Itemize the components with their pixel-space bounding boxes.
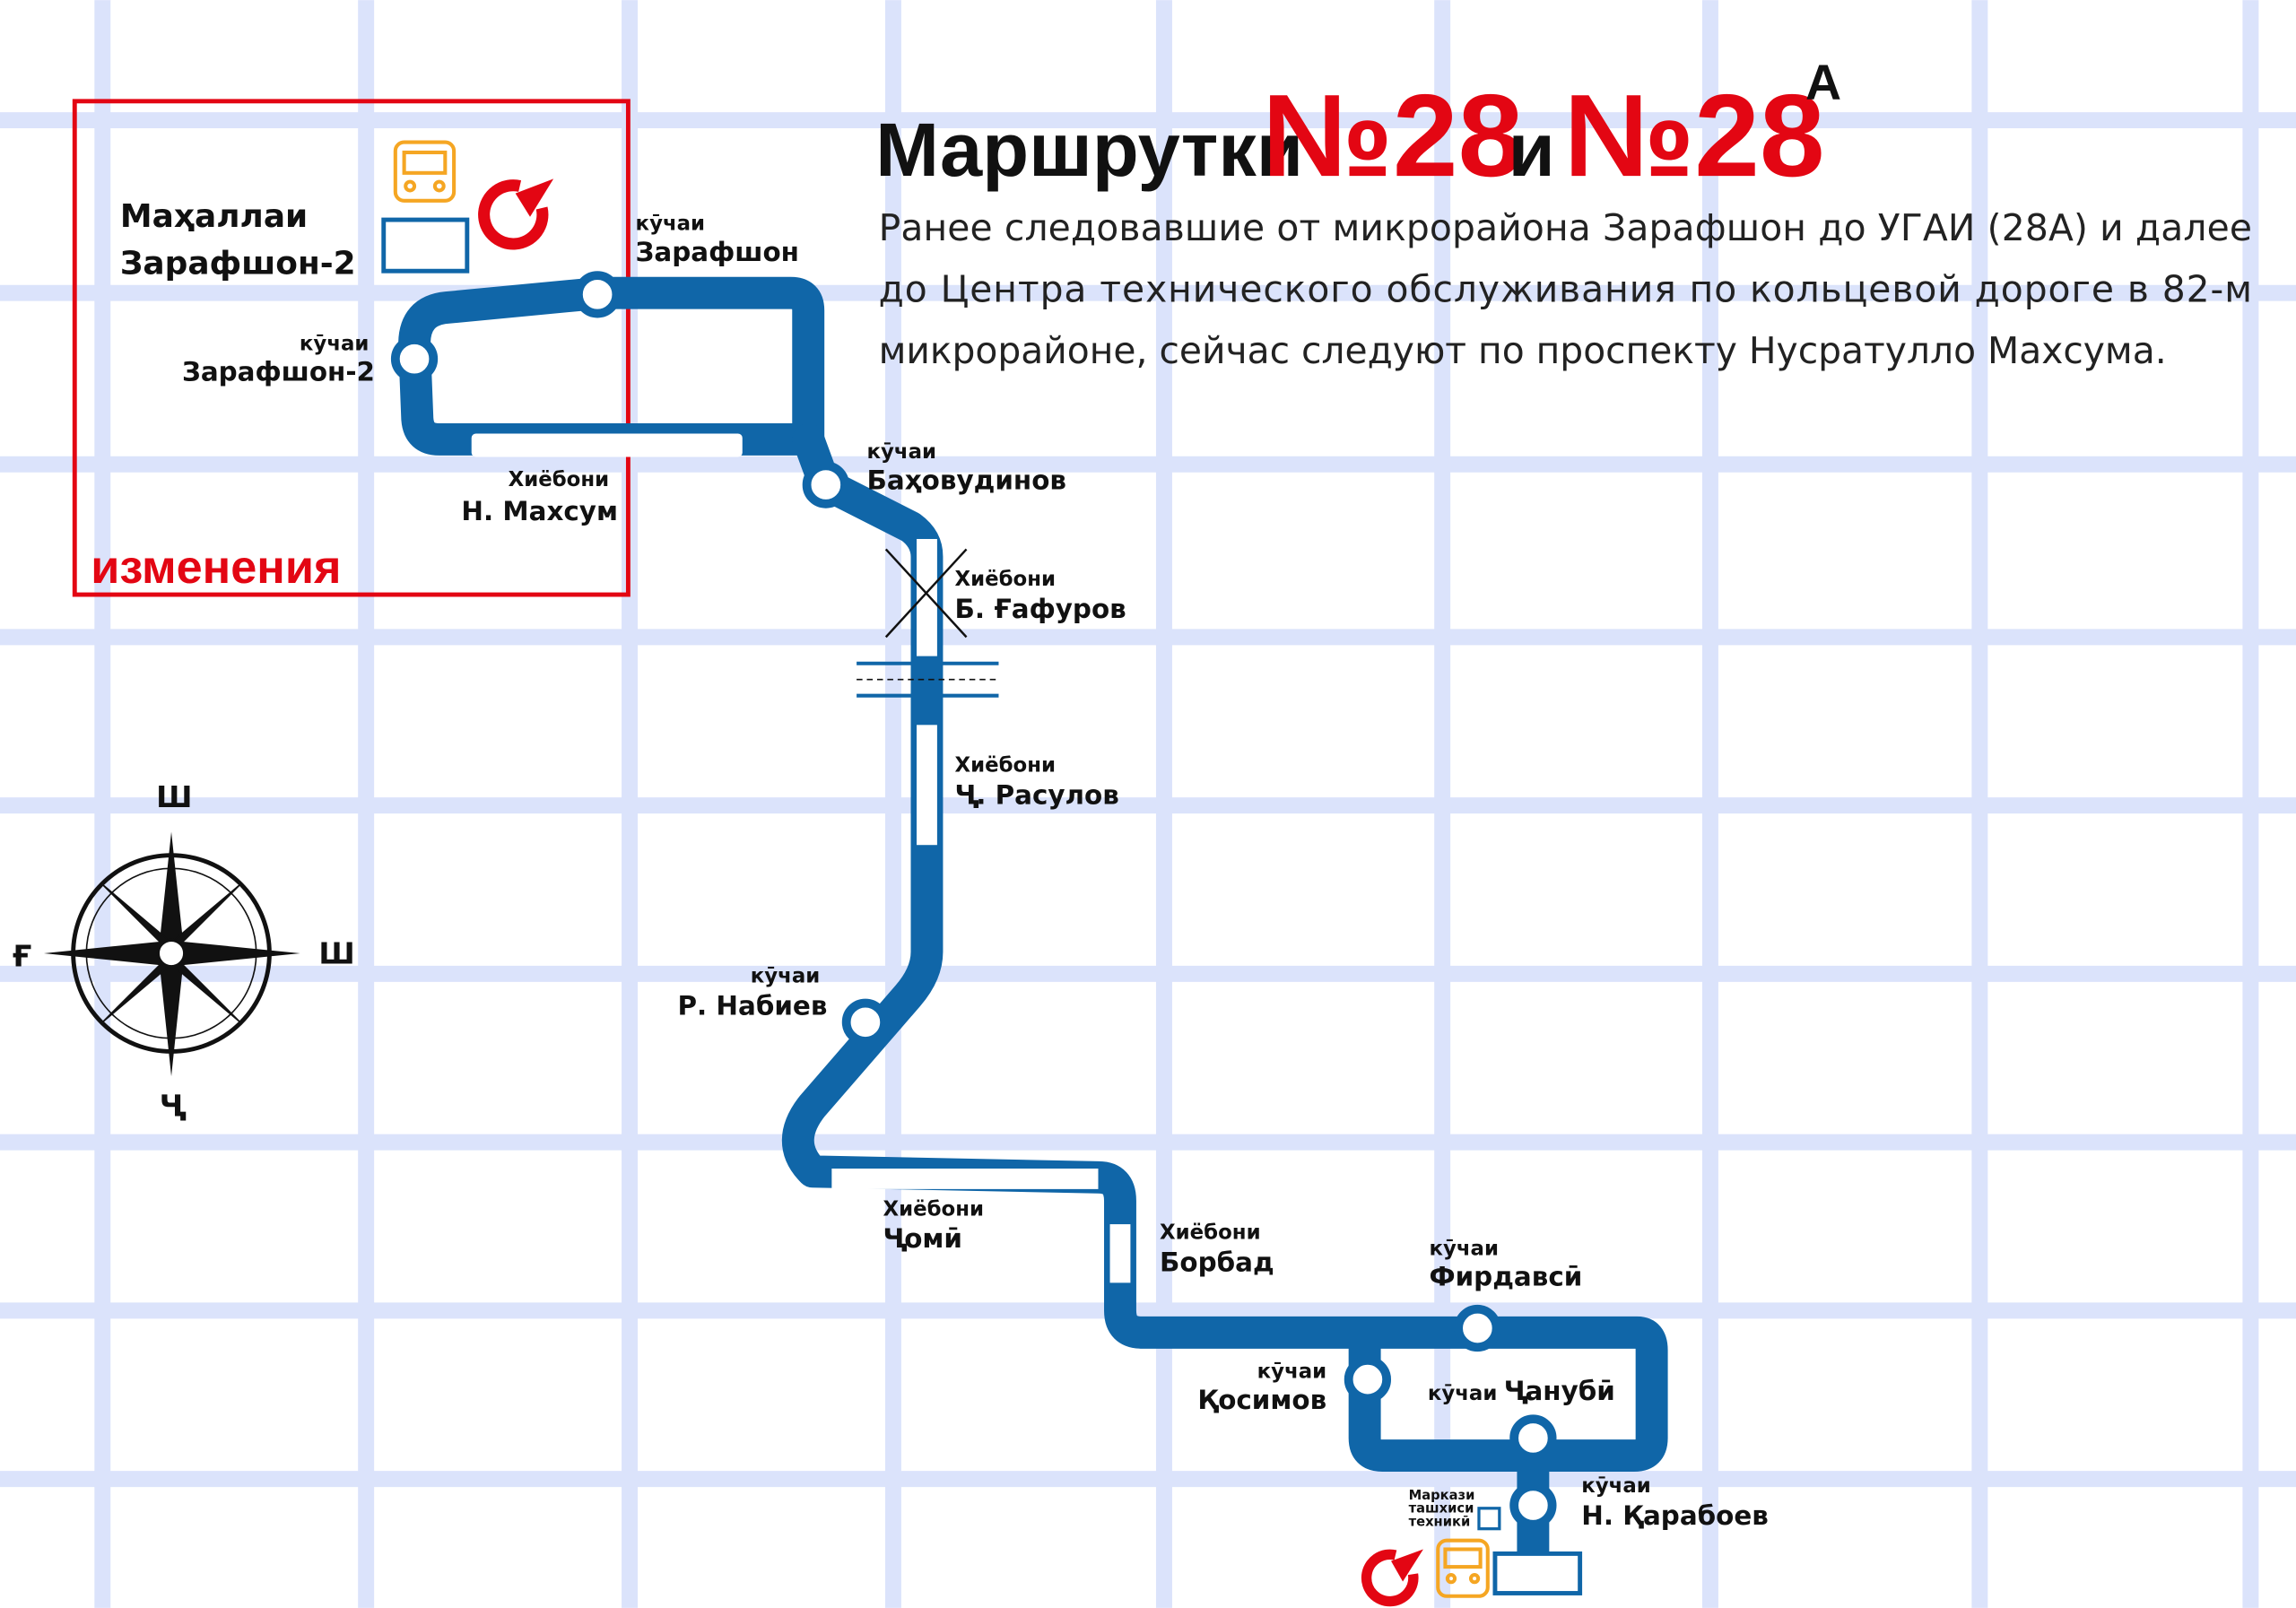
platform-bar bbox=[831, 1169, 1099, 1189]
compass-south: Ҷ bbox=[160, 1089, 187, 1123]
changes-label: изменения bbox=[91, 542, 341, 594]
svg-text:Хиёбони: Хиёбони bbox=[954, 754, 1056, 778]
end-terminal-box bbox=[1492, 1551, 1583, 1595]
stations bbox=[390, 271, 1557, 1529]
svg-text:Хиёбони: Хиёбони bbox=[1160, 1221, 1261, 1244]
description-line: микрорайоне, сейчас следуют по проспекту… bbox=[879, 329, 2167, 372]
stop-label-b-gafurov: Хиёбони Б. Ғафуров bbox=[954, 568, 1126, 624]
station-nabiev[interactable] bbox=[841, 998, 890, 1046]
svg-text:Зарафшон-2: Зарафшон-2 bbox=[182, 357, 375, 387]
compass-west: Ғ bbox=[13, 940, 32, 974]
svg-text:кӯчаи: кӯчаи bbox=[1581, 1474, 1651, 1498]
station-firdavsi[interactable] bbox=[1454, 1304, 1501, 1352]
bridge-icon bbox=[857, 548, 999, 698]
svg-text:кӯчаи: кӯчаи bbox=[867, 440, 937, 464]
svg-text:Хиёбони: Хиёбони bbox=[954, 568, 1056, 591]
svg-text:Ҷ. Расулов: Ҷ. Расулов bbox=[954, 779, 1118, 810]
svg-text:ташхиси: ташхиси bbox=[1409, 1501, 1474, 1517]
svg-text:кӯчаи: кӯчаи bbox=[751, 965, 821, 988]
start-terminal-line1: Маҳаллаи bbox=[120, 198, 308, 235]
start-terminal-box bbox=[381, 217, 470, 274]
title-prefix: Маршрутки bbox=[875, 107, 1303, 192]
svg-text:Н. Қарабоев: Н. Қарабоев bbox=[1581, 1500, 1769, 1531]
svg-text:Р. Набиев: Р. Набиев bbox=[678, 991, 828, 1021]
svg-text:кӯчаи: кӯчаи bbox=[636, 213, 706, 236]
route-line bbox=[398, 276, 825, 456]
start-terminal-line2: Зарафшон-2 bbox=[120, 245, 356, 282]
svg-text:кӯчаи: кӯчаи bbox=[1429, 1237, 1499, 1260]
platform-bar bbox=[471, 433, 743, 457]
svg-text:Н. Махсум: Н. Махсум bbox=[461, 496, 618, 526]
minibus-icon bbox=[1436, 1538, 1490, 1598]
route-number-28: №28 bbox=[1262, 70, 1523, 201]
end-terminal-label: Маркази ташхиси техникӣ bbox=[1409, 1488, 1475, 1529]
svg-text:Хиёбони: Хиёбони bbox=[509, 468, 610, 491]
svg-text:Б. Ғафуров: Б. Ғафуров bbox=[954, 594, 1126, 624]
route-line bbox=[781, 423, 1668, 1472]
title-conjunction: и bbox=[1509, 107, 1555, 192]
svg-text:Фирдавсӣ: Фирдавсӣ bbox=[1429, 1262, 1582, 1292]
svg-text:кӯчаи: кӯчаи bbox=[1428, 1382, 1498, 1405]
station-janubi[interactable] bbox=[1509, 1414, 1557, 1462]
compass-rose-icon bbox=[43, 831, 300, 1077]
description-line: Ранее следовавшие от микрорайона Зарафшо… bbox=[879, 206, 2252, 249]
platform-bar bbox=[917, 725, 937, 846]
svg-text:Хиёбони: Хиёбони bbox=[883, 1197, 984, 1221]
station-bahovudinov[interactable] bbox=[802, 461, 849, 508]
platform-bar bbox=[1109, 1224, 1131, 1283]
turnaround-arrow-icon bbox=[1361, 1549, 1423, 1607]
compass-north: Ш bbox=[156, 780, 192, 814]
svg-text:кӯчаи: кӯчаи bbox=[1257, 1360, 1327, 1383]
changes-box bbox=[72, 99, 631, 597]
svg-text:Маркази: Маркази bbox=[1409, 1488, 1475, 1503]
platform-bar bbox=[917, 538, 937, 656]
station-qosimov[interactable] bbox=[1344, 1356, 1392, 1404]
stop-label-janubi: кӯчаи Ҷанубӣ bbox=[1428, 1376, 1615, 1406]
svg-text:Зарафшон: Зарафшон bbox=[636, 237, 799, 267]
svg-text:Баҳовудинов: Баҳовудинов bbox=[867, 465, 1066, 495]
route-number-28a: №28 bbox=[1564, 70, 1825, 201]
svg-text:Борбад: Борбад bbox=[1160, 1247, 1274, 1277]
svg-text:Қосимов: Қосимов bbox=[1197, 1385, 1326, 1415]
station-zarafshon-2[interactable] bbox=[390, 335, 439, 383]
end-terminal-marker bbox=[1477, 1507, 1501, 1531]
svg-text:техникӣ: техникӣ bbox=[1409, 1514, 1471, 1529]
station-qaraboev[interactable] bbox=[1509, 1482, 1557, 1529]
minibus-icon bbox=[393, 140, 457, 203]
description-line: до Центра технического обслуживания по к… bbox=[879, 268, 2252, 311]
compass-east: Ш bbox=[318, 936, 354, 970]
stop-label-n-mahsum: Хиёбони Н. Махсум bbox=[461, 468, 618, 526]
route-superscript: А bbox=[1805, 55, 1841, 110]
station-zarafshon[interactable] bbox=[574, 271, 622, 318]
svg-text:кӯчаи: кӯчаи bbox=[300, 332, 370, 355]
svg-text:Ҷомӣ: Ҷомӣ bbox=[883, 1223, 962, 1254]
stop-label-r-nabiev: кӯчаи Р. Набиев bbox=[678, 965, 828, 1021]
svg-text:Ҷанубӣ: Ҷанубӣ bbox=[1504, 1376, 1615, 1406]
turnaround-arrow-icon bbox=[478, 178, 554, 250]
